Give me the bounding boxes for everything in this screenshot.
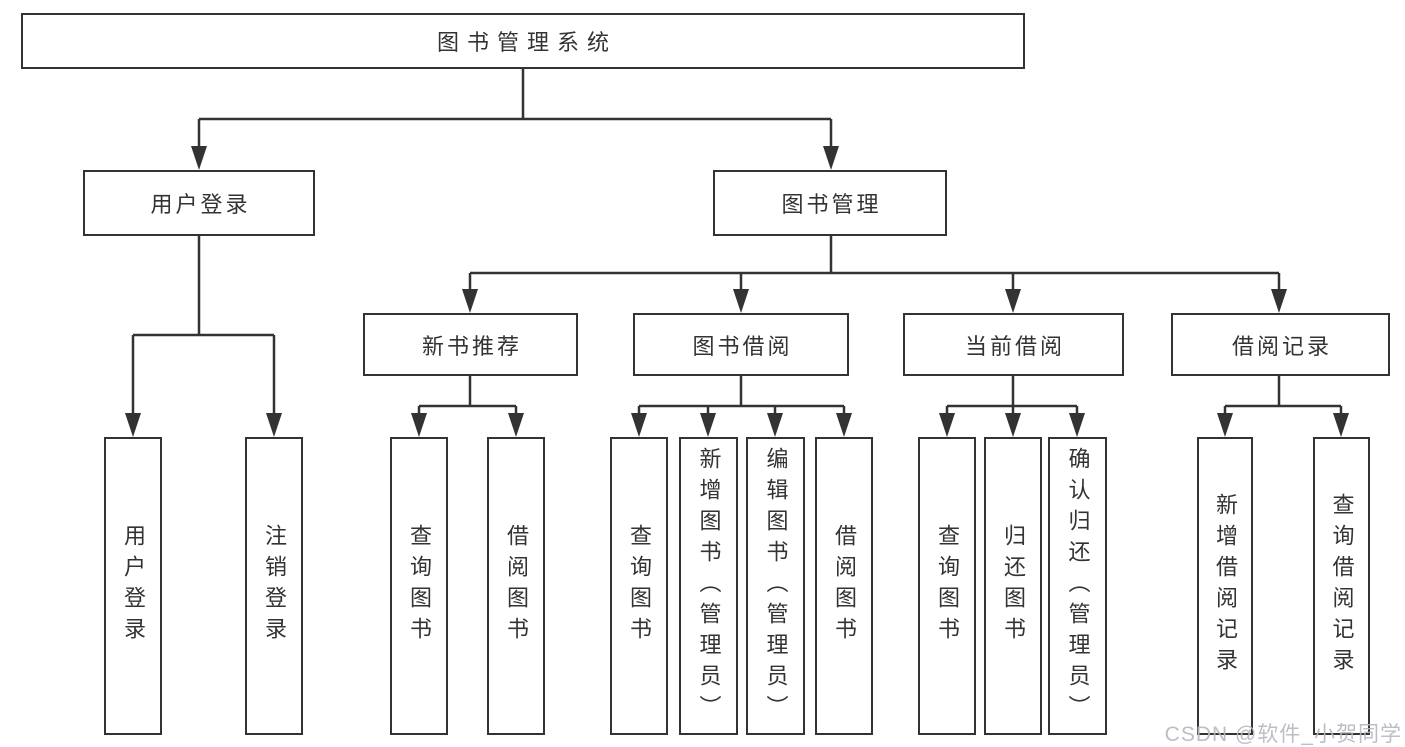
node-new-book-recommend: 新书推荐 xyxy=(363,313,578,376)
edges-book-borrow-children xyxy=(631,376,852,437)
node-label: 编辑图书（管理员） xyxy=(763,446,789,726)
leaf-borrow-books: 借阅图书 xyxy=(815,437,873,735)
watermark: CSDN @软件_小贺同学 xyxy=(1164,723,1402,746)
node-label: 用户登录 xyxy=(150,192,251,217)
edges-current-borrow-children xyxy=(939,376,1085,437)
leaf-query-books-recommend: 查询图书 xyxy=(390,437,448,735)
arrowhead xyxy=(125,413,141,437)
leaf-return-book: 归还图书 xyxy=(984,437,1042,735)
node-label: 借阅图书 xyxy=(832,524,857,648)
node-label: 当前借阅 xyxy=(964,333,1065,359)
arrowhead xyxy=(836,413,852,437)
arrowhead xyxy=(1271,289,1287,313)
edge-line xyxy=(637,376,846,414)
node-root: 图书管理系统 xyxy=(21,13,1025,69)
edges-new-book-recommend-children xyxy=(411,376,524,437)
leaf-confirm-return-admin: 确认归还（管理员） xyxy=(1048,437,1107,735)
edge-line xyxy=(468,236,1281,290)
edges-book-management-children xyxy=(462,236,1287,313)
edges-root-to-level2 xyxy=(191,69,839,170)
node-label: 用户登录 xyxy=(121,524,146,648)
arrowhead xyxy=(1217,413,1233,437)
arrowhead xyxy=(767,413,783,437)
arrowhead xyxy=(939,413,955,437)
arrowhead xyxy=(508,413,524,437)
node-label: 新增借阅记录 xyxy=(1213,493,1238,679)
leaf-logout: 注销登录 xyxy=(245,437,303,735)
node-book-borrow: 图书借阅 xyxy=(633,313,849,376)
arrowhead xyxy=(631,413,647,437)
node-label: 查询图书 xyxy=(627,524,652,648)
node-current-borrow: 当前借阅 xyxy=(903,313,1124,376)
node-label: 确认归还（管理员） xyxy=(1065,446,1091,726)
edge-line xyxy=(417,376,518,414)
arrowhead xyxy=(191,146,207,170)
leaf-query-books-borrow: 查询图书 xyxy=(610,437,668,735)
arrowhead xyxy=(823,146,839,170)
node-label: 查询图书 xyxy=(407,524,432,648)
node-label: 借阅记录 xyxy=(1231,333,1332,359)
arrowhead xyxy=(1069,413,1085,437)
node-label: 新增图书（管理员） xyxy=(696,446,722,726)
node-label: 归还图书 xyxy=(1001,524,1026,648)
node-label: 查询借阅记录 xyxy=(1329,493,1355,679)
edge-line xyxy=(131,236,276,414)
edges-borrow-records-children xyxy=(1217,376,1349,437)
node-label: 图书借阅 xyxy=(692,333,793,359)
node-label: 新书推荐 xyxy=(421,333,522,359)
leaf-add-borrow-record: 新增借阅记录 xyxy=(1197,437,1253,735)
edge-line xyxy=(1223,376,1343,414)
leaf-edit-book-admin: 编辑图书（管理员） xyxy=(746,437,805,735)
arrowhead xyxy=(266,413,282,437)
arrowhead xyxy=(733,289,749,313)
arrowhead xyxy=(700,413,716,437)
node-label: 借阅图书 xyxy=(504,524,529,648)
edges-user-login-children xyxy=(125,236,282,437)
arrowhead xyxy=(1005,413,1021,437)
arrowhead xyxy=(1005,289,1021,313)
node-borrow-records: 借阅记录 xyxy=(1171,313,1390,376)
node-label: 注销登录 xyxy=(262,524,287,648)
arrowhead xyxy=(411,413,427,437)
node-user-login: 用户登录 xyxy=(83,170,315,236)
edge-line xyxy=(945,376,1079,414)
leaf-user-login: 用户登录 xyxy=(104,437,162,735)
node-label: 图书管理 xyxy=(781,192,882,217)
node-label: 图书管理系统 xyxy=(436,30,617,55)
node-label: 查询图书 xyxy=(935,524,960,648)
leaf-add-book-admin: 新增图书（管理员） xyxy=(679,437,738,735)
leaf-query-borrow-record: 查询借阅记录 xyxy=(1313,437,1370,735)
edge-line xyxy=(197,69,833,147)
arrowhead xyxy=(462,289,478,313)
node-book-management: 图书管理 xyxy=(713,170,947,236)
leaf-query-books-current: 查询图书 xyxy=(918,437,976,735)
leaf-borrow-books-recommend: 借阅图书 xyxy=(487,437,545,735)
arrowhead xyxy=(1333,413,1349,437)
